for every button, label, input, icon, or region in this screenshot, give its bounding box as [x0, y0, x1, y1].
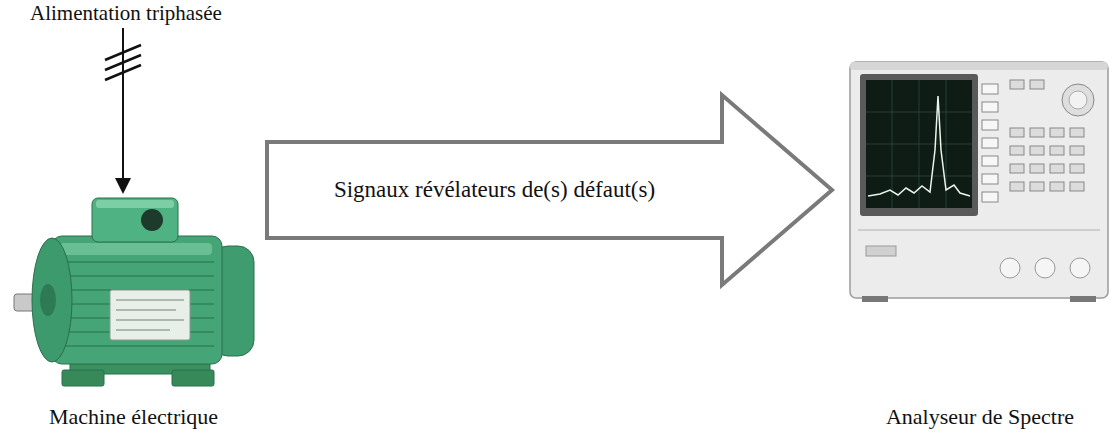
key [1030, 128, 1044, 137]
analyzer-top [850, 62, 1108, 70]
motor-picture [14, 198, 254, 386]
panel-divider [858, 229, 1100, 231]
key [1010, 146, 1024, 155]
key [1010, 80, 1024, 89]
soft-key [982, 120, 998, 130]
soft-key [982, 192, 998, 202]
knob-cap [1069, 91, 1087, 109]
key [1050, 146, 1064, 155]
picture-caption: Analyseur de Spectre [886, 404, 1074, 430]
nameplate-line [116, 309, 176, 311]
picture-node: Machine électrique [5, 190, 262, 430]
tuning-knob [1062, 84, 1094, 116]
analyzer-screen [866, 80, 972, 208]
motor-nameplate [110, 290, 190, 340]
analyzer-case [850, 62, 1108, 298]
soft-key [982, 138, 998, 148]
analyzer-foot [1070, 296, 1096, 302]
cable-gland [141, 209, 163, 231]
nameplate-line [116, 299, 184, 301]
supply-line [122, 28, 124, 180]
analyzer-picture [850, 62, 1108, 302]
motor-highlight [60, 243, 212, 255]
power-switch [866, 246, 896, 256]
motor-fin [62, 275, 214, 277]
terminal-box-lid [96, 200, 174, 208]
soft-key [982, 102, 998, 112]
nameplate-lines [116, 300, 184, 330]
input-connector [1070, 258, 1090, 278]
analyzer-foot [862, 296, 888, 302]
motor-end-shield [32, 238, 72, 362]
phase-slash [105, 65, 141, 80]
key [1050, 182, 1064, 191]
signal-arrow [267, 95, 832, 285]
key [1070, 182, 1084, 191]
key [1030, 182, 1044, 191]
motor-fins [62, 262, 214, 346]
key [1030, 80, 1044, 89]
motor-fin [62, 261, 214, 263]
key [1030, 164, 1044, 173]
nameplate-line [116, 319, 184, 321]
supply-label: Alimentation triphasée [30, 1, 222, 25]
arrow-label: Signaux révélateurs de(s) défaut(s) [332, 176, 657, 204]
key [1050, 128, 1064, 137]
nameplate-line [116, 329, 170, 331]
supply-arrow [105, 28, 141, 194]
key [1070, 146, 1084, 155]
key [1030, 146, 1044, 155]
key [1070, 128, 1084, 137]
soft-key [982, 174, 998, 184]
motor-foot [172, 370, 214, 386]
picture-caption: Machine électrique [49, 404, 218, 430]
spectrum-trace [868, 96, 970, 196]
soft-key [982, 156, 998, 166]
screen-bezel [860, 74, 978, 216]
input-connector [1035, 258, 1055, 278]
motor-bearing [40, 284, 56, 316]
input-connector [1000, 258, 1020, 278]
key [1070, 164, 1084, 173]
motor-terminal-box [92, 198, 178, 242]
picture-node: Analyseur de Spectre [847, 58, 1113, 430]
key [1050, 164, 1064, 173]
key [1010, 164, 1024, 173]
key [1010, 182, 1024, 191]
screen-grid [866, 80, 972, 208]
key [1010, 128, 1024, 137]
soft-key [982, 84, 998, 94]
motor-fin [62, 345, 214, 347]
motor-body [52, 236, 222, 364]
supply-arrowhead [115, 178, 131, 194]
soft-keys [982, 84, 998, 202]
grid-line [892, 80, 893, 208]
motor-foot [62, 370, 104, 386]
